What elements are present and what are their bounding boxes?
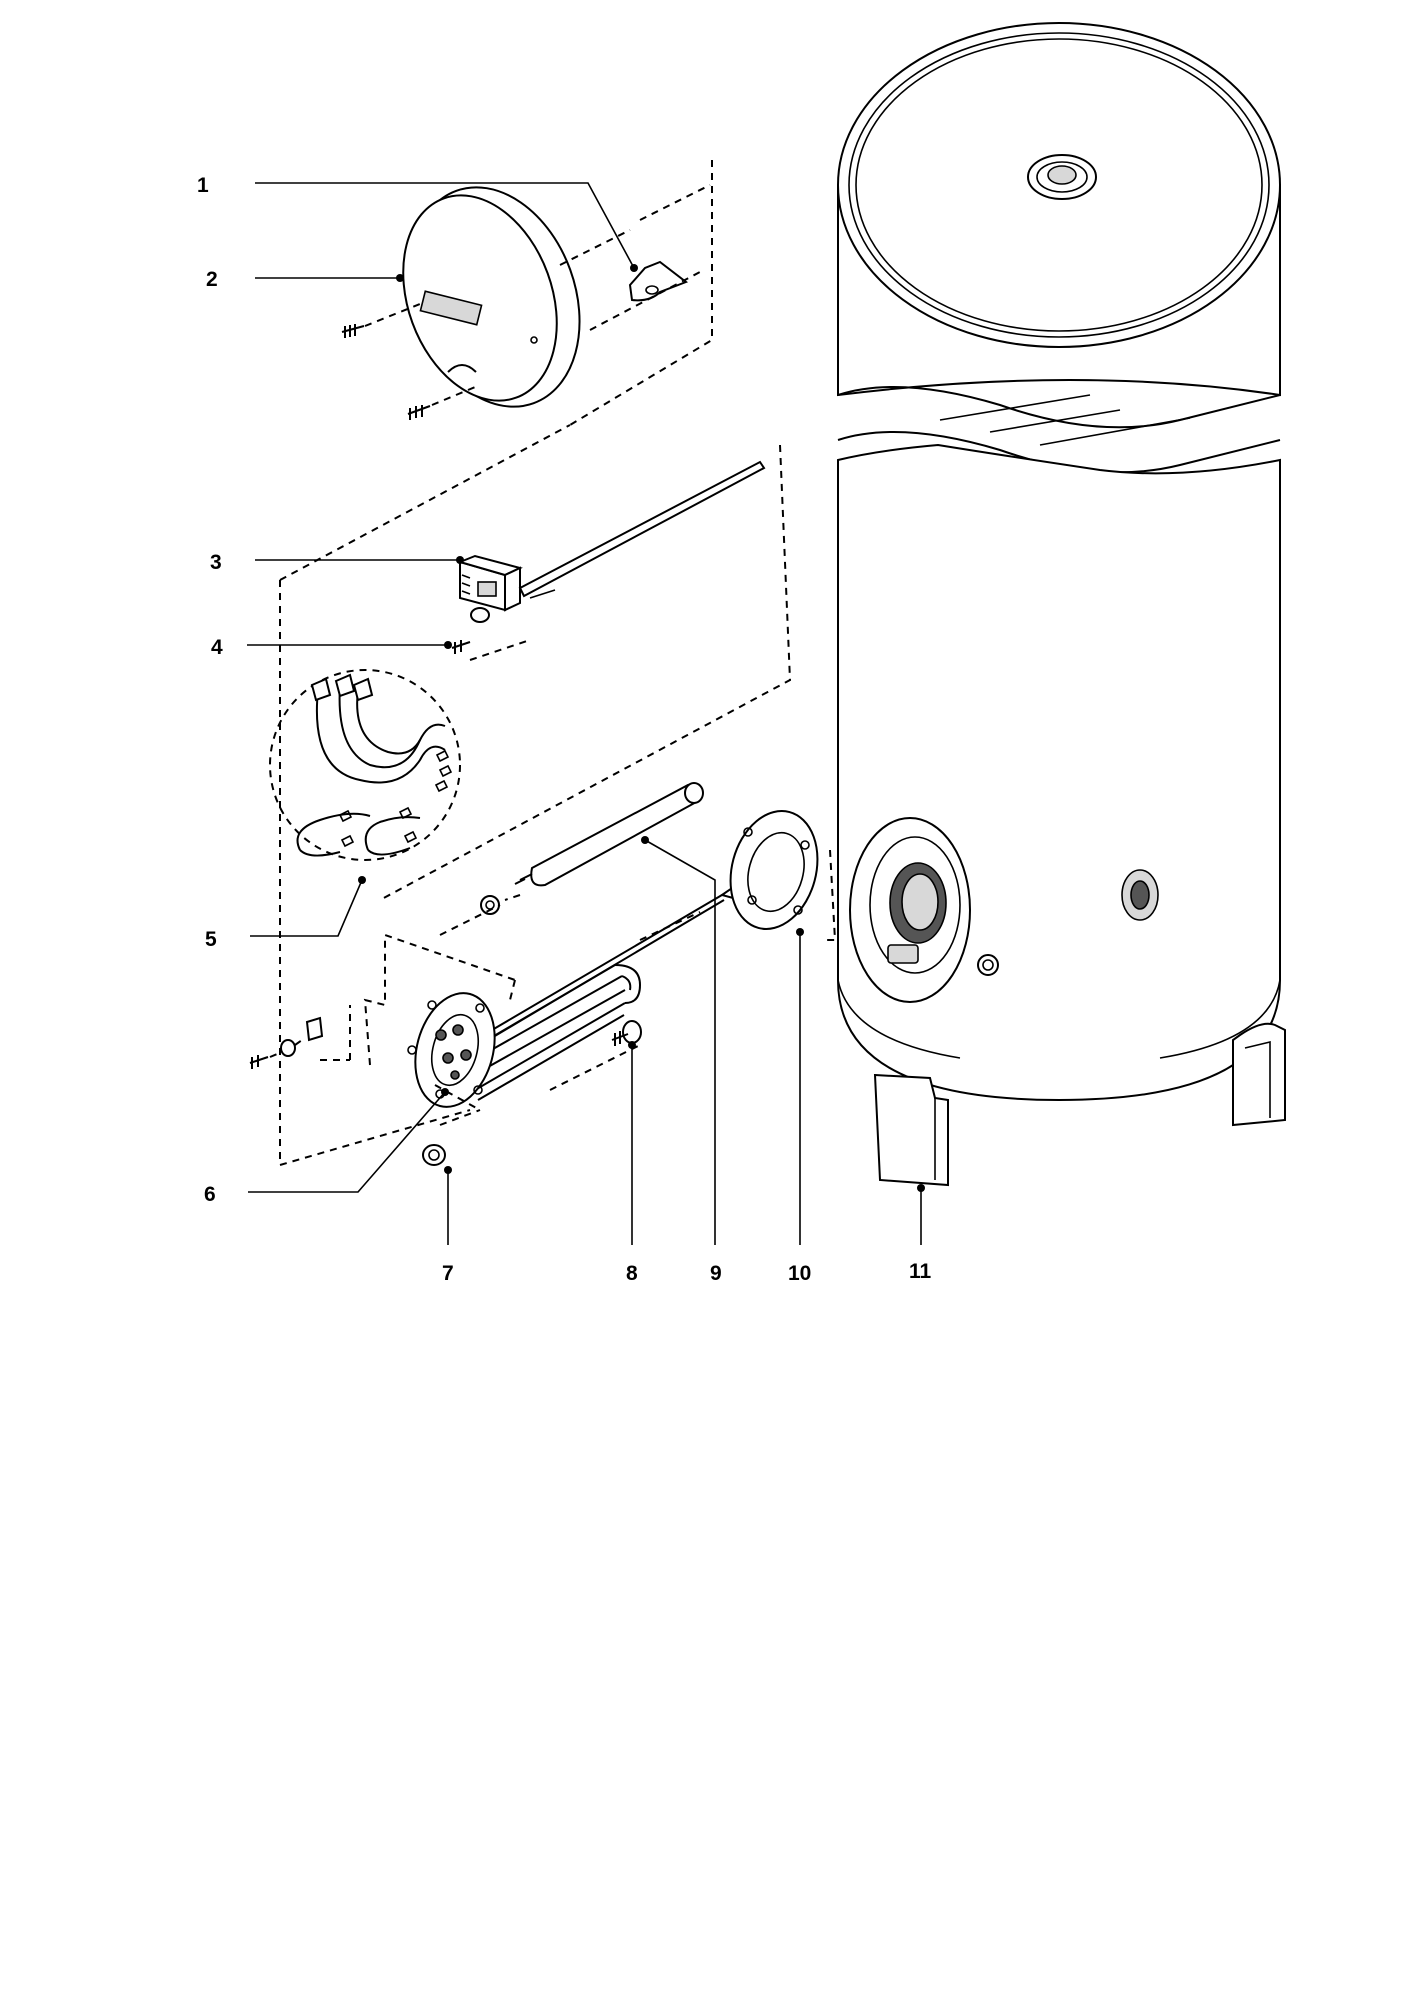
bracket-icon	[628, 260, 689, 302]
callout-11: 11	[909, 1260, 932, 1283]
thermostat-icon	[456, 460, 766, 623]
gasket-icon	[729, 810, 819, 930]
callout-4: 4	[211, 636, 223, 659]
cover-cap-icon	[341, 186, 581, 420]
leader-dots	[358, 264, 925, 1192]
callout-9: 9	[710, 1262, 722, 1285]
callout-10: 10	[788, 1262, 811, 1285]
callout-1: 1	[197, 174, 209, 197]
tank-icon	[837, 22, 1281, 1102]
callout-3: 3	[210, 551, 222, 574]
callout-8: 8	[626, 1262, 638, 1285]
anode-rod-icon	[480, 782, 704, 915]
support-foot-icon	[873, 1022, 1286, 1187]
leader-lines	[247, 182, 922, 1245]
wiring-harness-icon	[269, 669, 461, 861]
earth-clip-icon	[249, 1016, 324, 1069]
callout-5: 5	[205, 928, 217, 951]
callout-2: 2	[206, 268, 218, 291]
callout-7: 7	[442, 1262, 454, 1285]
bolt-8-icon	[611, 1020, 642, 1046]
screw-4-icon	[451, 640, 471, 654]
callout-6: 6	[204, 1183, 216, 1206]
heating-element-icon	[407, 883, 737, 1108]
nut-7-icon	[422, 1144, 446, 1166]
